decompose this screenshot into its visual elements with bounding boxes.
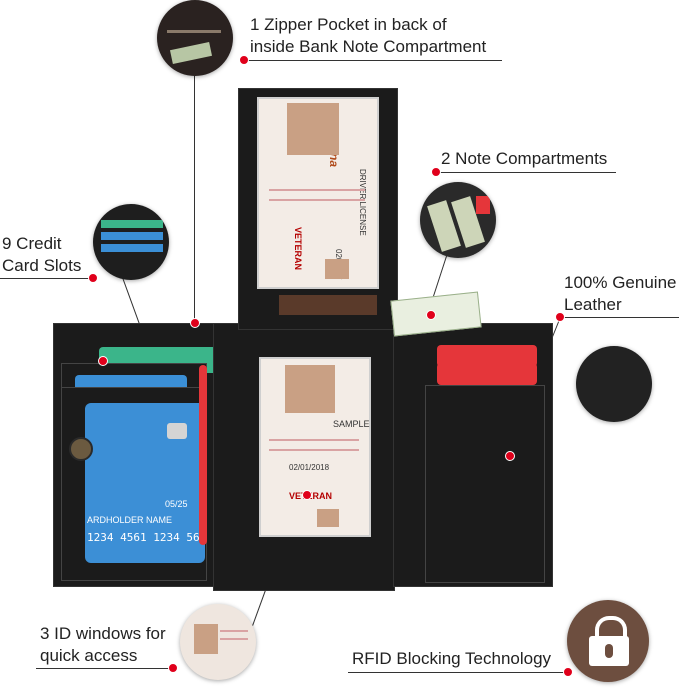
id-windows-dot [168,663,178,673]
id-card-icon [180,604,256,680]
padlock-shackle [595,616,627,642]
id-type-top: DRIVER LICENSE [358,169,367,236]
id-stripe-3 [269,189,365,191]
bubble-id-line-2 [220,638,248,640]
cards-dot [88,273,98,283]
id-photo-top [287,103,339,155]
padlock-icon [567,600,649,682]
credit-card-slots-label: 9 Credit Card Slots [2,233,81,277]
id-photo-middle [285,365,335,413]
bubble-red-tab [476,196,490,214]
leather-swatch-icon [576,346,652,422]
leather-dot [555,312,565,322]
card-expiry: 05/25 [165,499,188,509]
banknotes-icon [420,182,496,258]
card-number: 1234 4561 1234 56 [87,531,200,544]
id-windows-underline [36,668,172,669]
id-stripe-4 [269,199,365,201]
zipper-pocket-icon [157,0,233,76]
padlock-keyhole [605,644,613,658]
zipper-pocket-label: 1 Zipper Pocket in back of inside Bank N… [250,14,486,58]
zipper-pocket-strip [279,295,377,315]
id-stripe-1 [269,439,359,441]
genuine-leather-underline [560,317,679,318]
wallet-zipper-dot [190,318,200,328]
card-chip [167,423,187,439]
zipper-bill [169,41,213,65]
note-compartments-underline [436,172,616,173]
bubble-card-2 [101,232,163,240]
cards-icon [93,204,169,280]
note-compartments-label: 2 Note Compartments [441,149,608,168]
id-windows-line1: 3 ID windows for [40,624,166,643]
bubble-card-1 [101,220,163,228]
leather-wallet-dot [505,451,515,461]
id-windows-label: 3 ID windows for quick access [40,623,166,667]
wallet: 1234 4561 1234 56 ARDHOLDER NAME 05/25 S… [53,317,553,591]
card-slot-red-2 [437,363,537,385]
zipper-leader-line [194,60,195,322]
card-slot-red-1 [437,345,537,367]
right-slot-pocket [425,385,545,583]
credit-card-slots-underline [0,278,92,279]
genuine-leather-label: 100% Genuine Leather [564,272,676,316]
id-mini-photo-middle [317,509,339,527]
rfid-dot [563,667,573,677]
zipper-pocket-line1: 1 Zipper Pocket in back of [250,15,447,34]
id-window-middle: SAMPLE VETERAN 02/01/2018 [259,357,371,537]
id-windows-line2: quick access [40,646,138,665]
credit-card-slots-line2: Card Slots [2,256,82,275]
cards-wallet-dot [98,356,108,366]
zipper-pocket-line2: inside Bank Note Compartment [250,37,487,56]
zipper-line [167,30,221,33]
rfid-underline [348,672,566,673]
card-holder: ARDHOLDER NAME [87,515,173,525]
wallet-top-flap: Arizona DRIVER LICENSE VETERAN 0201157 [238,88,398,330]
credit-card: 1234 4561 1234 56 ARDHOLDER NAME 05/25 [85,403,205,563]
note-dot-wallet [426,310,436,320]
id-stripe-2 [269,449,359,451]
zipper-pocket-underline [244,60,502,61]
credit-card-slots-line1: 9 Credit [2,234,62,253]
card-slot-red-left [199,365,207,545]
id-issued-middle: 02/01/2018 [289,463,330,472]
rfid-label: RFID Blocking Technology [352,649,552,668]
genuine-leather-line2: Leather [564,295,622,314]
id-window-top: Arizona DRIVER LICENSE VETERAN 0201157 [257,97,379,289]
id-dot [302,490,312,500]
id-veteran-top: VETERAN [293,227,303,271]
zipper-dot [239,55,249,65]
id-name-middle: SAMPLE [333,419,370,429]
genuine-leather-line1: 100% Genuine [564,273,677,292]
id-mini-photo-top [325,259,349,279]
bubble-card-3 [101,244,163,252]
bubble-id-line-1 [220,630,248,632]
bubble-id-photo [194,624,218,654]
snap-button[interactable] [69,437,93,461]
note-dot-top [431,167,441,177]
